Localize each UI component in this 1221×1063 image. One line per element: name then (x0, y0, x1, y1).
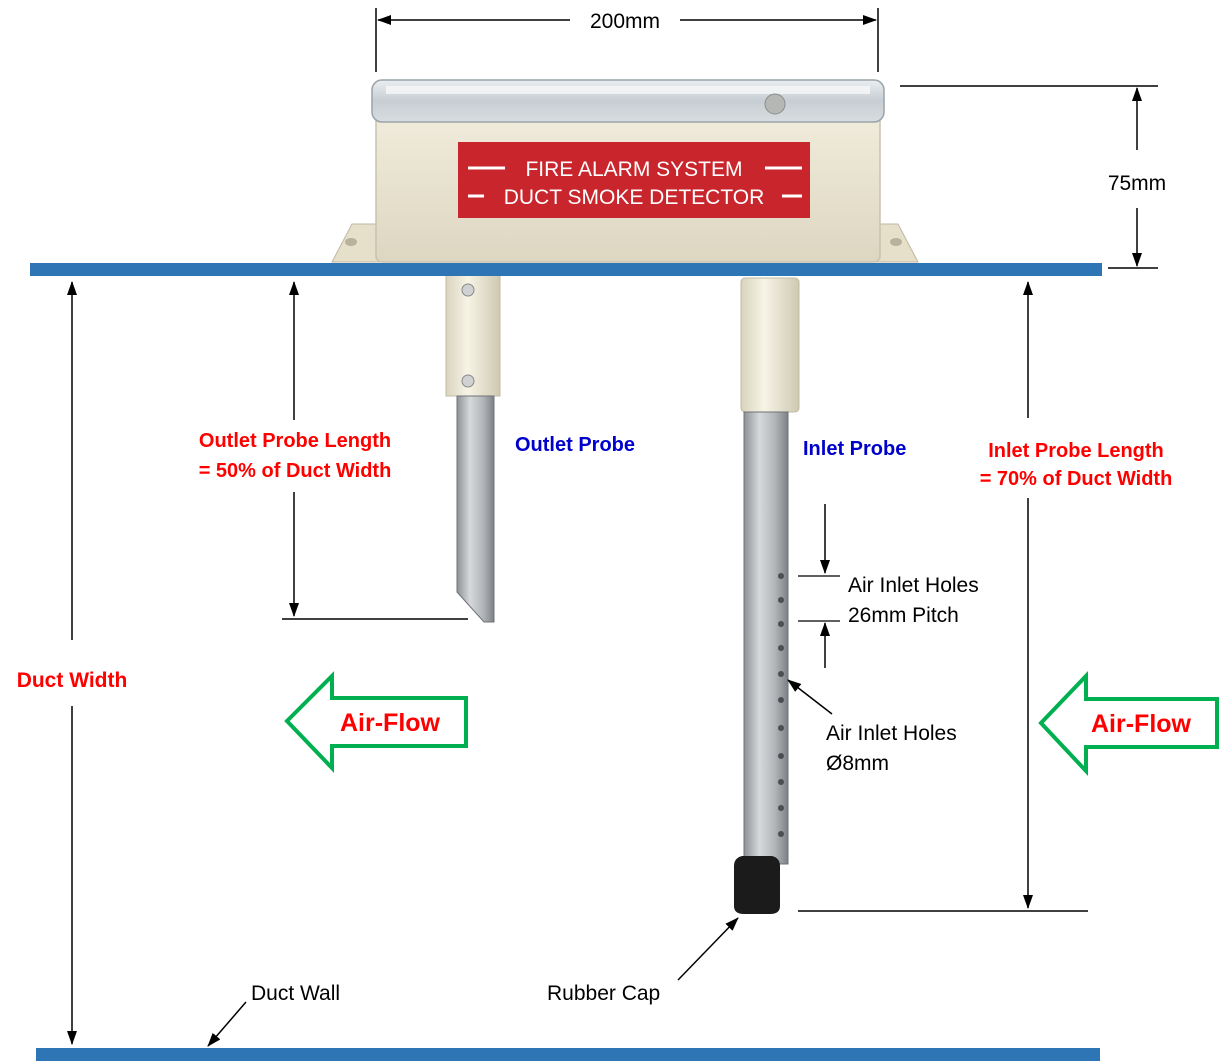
detector-label-plate (458, 142, 810, 218)
holes-diameter-label-line2: Ø8mm (826, 752, 889, 775)
airflow-arrow-right-icon (1038, 671, 1219, 777)
airflow-arrow-left-icon (284, 671, 468, 773)
outlet-length-label-line2: = 50% of Duct Width (199, 460, 392, 482)
detector-label-line1: FIRE ALARM SYSTEM (525, 158, 742, 181)
airflow-left-label: Air-Flow (340, 709, 441, 737)
outlet-length-dimension: Outlet Probe Length = 50% of Duct Width (199, 281, 468, 620)
inlet-probe (734, 277, 800, 914)
duct-wall-top (30, 263, 1102, 276)
duct-wall-callout: Duct Wall (207, 982, 340, 1047)
detector-housing: FIRE ALARM SYSTEM DUCT SMOKE DETECTOR (331, 79, 919, 263)
air-inlet-holes (778, 573, 784, 837)
outlet-probe-label: Outlet Probe (515, 434, 635, 456)
duct-width-dimension: Duct Width (17, 281, 128, 1045)
holes-pitch-label-line2: 26mm Pitch (848, 604, 959, 627)
holes-diameter-label-line1: Air Inlet Holes (826, 722, 957, 745)
holes-pitch-dimension: Air Inlet Holes 26mm Pitch (798, 504, 979, 668)
height-dimension: 75mm (900, 85, 1166, 269)
duct-width-label: Duct Width (17, 669, 128, 692)
width-dimension: 200mm (375, 8, 879, 72)
inlet-length-dimension: Inlet Probe Length = 70% of Duct Width (798, 281, 1173, 912)
width-dimension-label: 200mm (590, 10, 660, 33)
holes-diameter-callout: Air Inlet Holes Ø8mm (787, 679, 957, 775)
holes-pitch-label-line1: Air Inlet Holes (848, 574, 979, 597)
inlet-length-label-line2: = 70% of Duct Width (980, 468, 1173, 490)
inlet-length-label-line1: Inlet Probe Length (988, 440, 1164, 462)
airflow-right-label: Air-Flow (1091, 710, 1192, 738)
duct-wall-label: Duct Wall (251, 982, 340, 1005)
airflow-arrow-left: Air-Flow (284, 671, 468, 773)
rubber-cap-label: Rubber Cap (547, 982, 660, 1005)
inlet-probe-label: Inlet Probe (803, 438, 906, 460)
rubber-cap (734, 856, 780, 914)
outlet-length-label-line1: Outlet Probe Length (199, 430, 391, 452)
detector-label-line2: DUCT SMOKE DETECTOR (504, 186, 765, 209)
duct-wall-bottom (36, 1048, 1100, 1061)
height-dimension-label: 75mm (1108, 172, 1166, 195)
rubber-cap-callout: Rubber Cap (547, 917, 739, 1005)
outlet-probe (445, 273, 501, 623)
airflow-arrow-right: Air-Flow (1038, 671, 1219, 777)
